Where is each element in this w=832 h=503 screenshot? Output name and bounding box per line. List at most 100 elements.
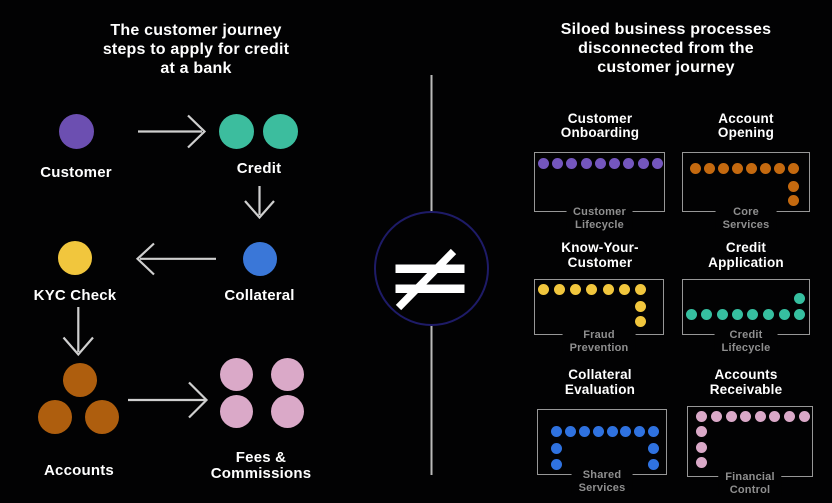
customer-onboarding-tag: Customer Lifecycle <box>566 206 633 231</box>
accounts-circle-1 <box>63 363 97 397</box>
process-dot <box>788 195 799 206</box>
process-dot <box>554 284 565 295</box>
process-dot <box>538 284 549 295</box>
process-dot <box>579 426 590 437</box>
process-dot <box>619 284 630 295</box>
header-line: Know-Your- <box>561 240 639 255</box>
arrow-collateral-to-kyc <box>135 242 216 276</box>
tag-line: Lifecycle <box>575 218 624 231</box>
not-equal-ring <box>374 211 489 326</box>
accounts-label: Accounts <box>44 462 114 479</box>
process-dot <box>794 309 805 320</box>
accounts-circle-3 <box>85 400 119 434</box>
process-dot <box>732 163 743 174</box>
arrow-kyc-to-accounts <box>62 307 94 357</box>
header-line: Opening <box>717 125 775 140</box>
process-dot <box>593 426 604 437</box>
process-dot <box>788 163 799 174</box>
tag-line: Control <box>729 483 771 496</box>
process-dot <box>788 181 799 192</box>
right-title-line-1: Siloed business processes <box>560 21 772 38</box>
collateral-evaluation-header: Collateral Evaluation <box>564 367 636 397</box>
process-dot <box>620 426 631 437</box>
process-dot <box>586 284 597 295</box>
process-dot <box>779 309 790 320</box>
fees-label-line-2: Commissions <box>210 465 312 482</box>
fees-circle-4 <box>271 394 304 428</box>
tag-line: Customer <box>573 206 626 218</box>
account-opening-header: Account Opening <box>717 110 775 141</box>
process-dot <box>774 163 785 174</box>
credit-circle-1 <box>218 113 254 149</box>
process-dot <box>746 163 757 174</box>
left-panel-title: The customer journey steps to apply for … <box>103 21 289 78</box>
tag-line: Services <box>578 481 626 494</box>
arrow-accounts-to-fees <box>128 381 209 419</box>
accounts-receivable-tag: Financial Control <box>718 471 782 496</box>
process-dot <box>638 158 649 169</box>
customer-circle <box>58 114 94 149</box>
header-line: Customer <box>567 110 633 126</box>
process-dot <box>603 284 614 295</box>
header-line: Accounts <box>714 367 778 382</box>
left-title-line-3: at a bank <box>160 60 232 77</box>
kyc-label: KYC Check <box>33 286 117 304</box>
customer-label: Customer <box>40 163 112 181</box>
header-line: Evaluation <box>564 381 636 397</box>
process-dot <box>726 411 737 422</box>
process-dot <box>635 284 646 295</box>
fees-circle-3 <box>219 394 253 428</box>
not-equal-icon <box>374 211 489 326</box>
process-dot <box>690 163 701 174</box>
process-dot <box>551 459 562 470</box>
tag-line: Credit <box>729 329 763 341</box>
collateral-label: Collateral <box>224 287 295 304</box>
process-dot <box>551 443 562 454</box>
tag-line: Prevention <box>569 341 629 354</box>
process-dot <box>551 426 562 437</box>
process-dot <box>635 301 646 312</box>
process-dot <box>696 426 707 437</box>
header-line: Customer <box>567 254 633 270</box>
credit-application-tag: Credit Lifecycle <box>714 329 778 354</box>
process-dot <box>711 411 722 422</box>
know-your-customer-box: Fraud Prevention <box>534 279 664 354</box>
fees-label-line-1: Fees & <box>235 448 287 466</box>
process-dot <box>648 459 659 470</box>
right-title-line-3: customer journey <box>597 59 735 76</box>
process-dot <box>609 158 620 169</box>
process-dot <box>696 442 707 453</box>
credit-circle-2 <box>263 113 298 149</box>
process-dot <box>635 316 646 327</box>
header-line: Application <box>708 254 784 270</box>
arrow-customer-to-credit <box>138 114 207 149</box>
tag-line: Shared <box>582 469 622 481</box>
process-dot <box>732 309 743 320</box>
tag-line: Fraud <box>583 329 615 341</box>
process-dot <box>696 411 707 422</box>
fees-circle-2 <box>271 358 304 391</box>
customer-onboarding-box: Customer Lifecycle <box>534 152 665 231</box>
header-line: Account <box>718 110 774 126</box>
process-dot <box>623 158 634 169</box>
process-dot <box>747 309 758 320</box>
process-dot <box>565 426 576 437</box>
know-your-customer-header: Know-Your- Customer <box>561 240 639 270</box>
process-dot <box>717 309 728 320</box>
process-dot <box>704 163 715 174</box>
tag-line: Core <box>733 206 759 218</box>
fees-circle-1 <box>219 358 253 391</box>
right-panel-title: Siloed business processes disconnected f… <box>561 20 771 77</box>
process-dot <box>701 309 712 320</box>
process-dot <box>755 411 766 422</box>
process-dot <box>696 457 707 468</box>
process-dot <box>763 309 774 320</box>
process-dot <box>595 158 606 169</box>
left-title-line-2: steps to apply for credit <box>102 41 290 58</box>
left-title-line-1: The customer journey <box>110 22 282 39</box>
process-dot <box>794 293 805 304</box>
accounts-receivable-header: Accounts Receivable <box>710 367 783 397</box>
collateral-circle <box>242 242 277 276</box>
account-opening-box: Core Services <box>682 152 810 231</box>
